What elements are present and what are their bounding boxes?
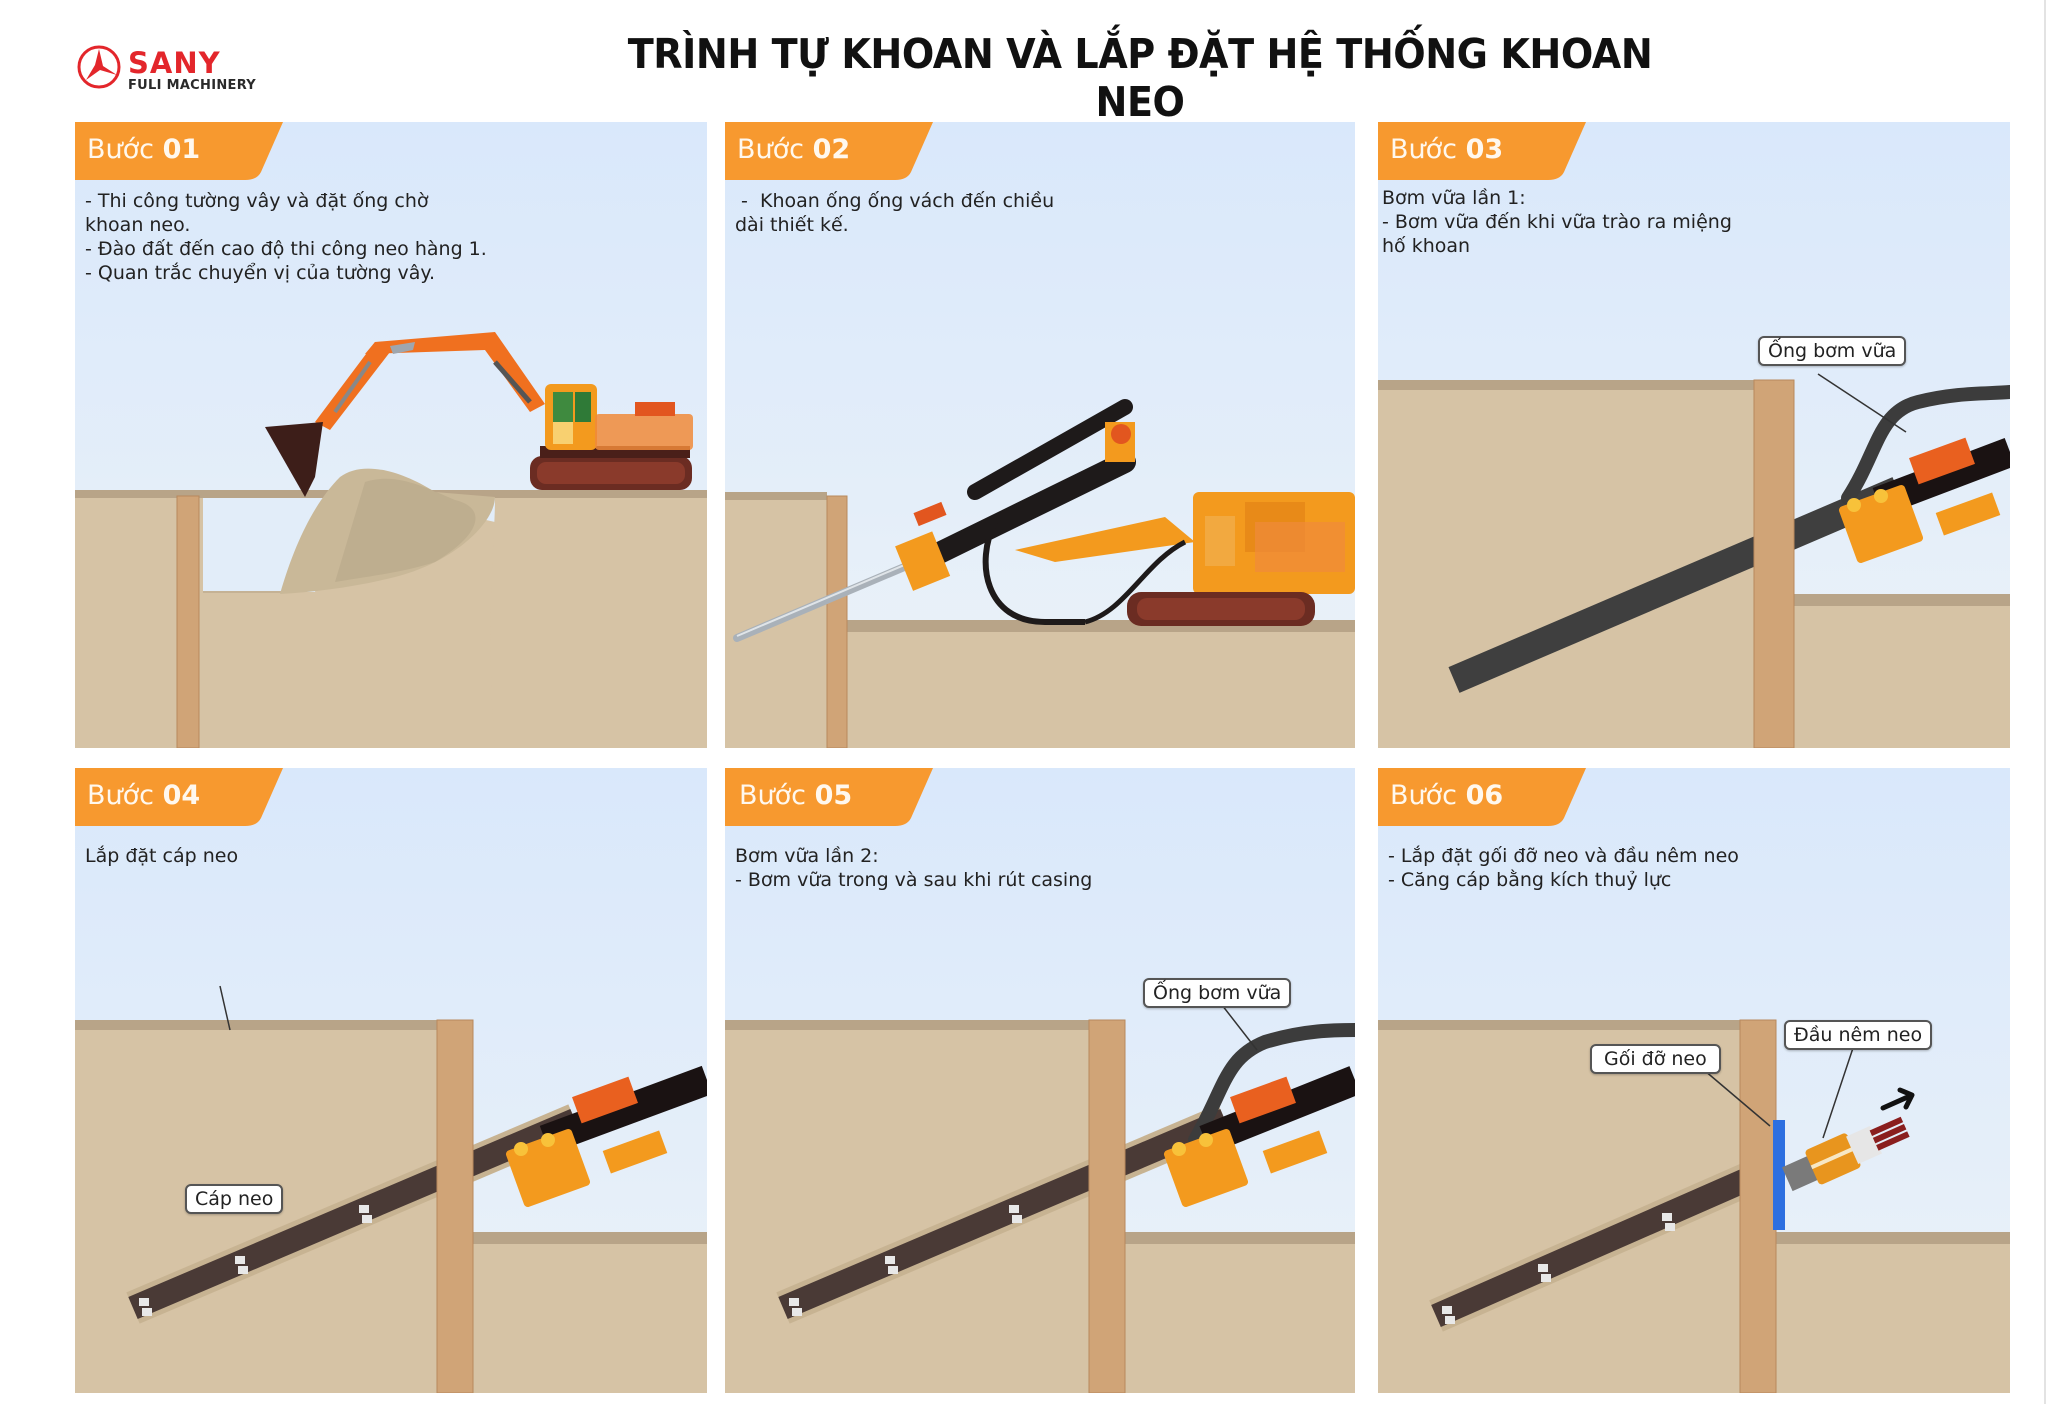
excavator-digging-illustration	[75, 332, 707, 748]
callout-wedge-anchor-head: Đầu nêm neo	[1784, 1020, 1933, 1050]
callout-anchor-cable: Cáp neo	[185, 1184, 284, 1214]
step-panel-03: Ống bơm vữa Bước 03 Bơm vữa lần 1: - Bơm…	[1378, 122, 2010, 748]
tension-anchor-illustration	[1378, 1019, 2010, 1393]
tension-direction-arrow-icon	[1880, 1087, 1915, 1111]
step-label: Bước 03	[1390, 134, 1504, 165]
step-tab-05: Bước 05	[725, 768, 933, 826]
drill-rig-casing-illustration	[725, 399, 1355, 748]
step-panel-02: Bước 02 - Khoan ống ống vách đến chiều d…	[725, 122, 1355, 748]
anchor-wedge-head-icon	[1782, 1116, 1910, 1192]
drill-head-icon	[1163, 1066, 1355, 1208]
step-panel-06: Gối đỡ neo Đầu nêm neo Bước 06 - Lắp đặt…	[1378, 768, 2010, 1393]
drill-rig-icon	[895, 399, 1355, 626]
drill-head-icon	[1838, 437, 2010, 564]
step-description: Lắp đặt cáp neo	[85, 845, 239, 867]
logo-subtitle-text: FULI MACHINERY	[128, 78, 257, 93]
callout-grout-pipe: Ống bơm vữa	[1143, 978, 1292, 1008]
page-edge-divider	[2044, 0, 2046, 1404]
step-label: Bước 04	[87, 780, 201, 811]
excavator-icon	[265, 332, 693, 497]
page-title: TRÌNH TỰ KHOAN VÀ LẮP ĐẶT HỆ THỐNG KHOAN…	[627, 30, 1653, 126]
logo-brand-text: SANY	[128, 46, 221, 80]
step-tab-02: Bước 02	[725, 122, 933, 180]
first-grouting-illustration	[1378, 373, 2010, 748]
bearing-plate-icon	[1773, 1120, 1785, 1230]
step-label: Bước 06	[1390, 780, 1504, 811]
step-description: Bơm vữa lần 2: - Bơm vữa trong và sau kh…	[735, 845, 1093, 891]
step-panel-01: Bước 01 - Thi công tường vây và đặt ống …	[75, 122, 707, 748]
drill-head-icon	[505, 1065, 707, 1208]
second-grouting-illustration	[725, 995, 1355, 1393]
step-label: Bước 02	[737, 134, 851, 165]
step-panel-05: Ống bơm vữa Bước 05 Bơm vữa lần 2: - Bơm…	[725, 768, 1355, 1393]
step-description: Bơm vữa lần 1: - Bơm vữa đến khi vữa trà…	[1382, 187, 1732, 257]
sany-logo: SANY FULI MACHINERY	[76, 44, 296, 96]
step-description: - Khoan ống ống vách đến chiều dài thiết…	[735, 190, 1055, 236]
step-label: Bước 05	[739, 780, 853, 811]
step-label: Bước 01	[87, 134, 201, 165]
step-panel-04: Cáp neo Bước 04 Lắp đặt cáp neo	[75, 768, 707, 1393]
callout-grout-pipe: Ống bơm vữa	[1758, 336, 1907, 366]
step-description: - Thi công tường vây và đặt ống chờ khoa…	[85, 190, 487, 284]
step-tab-06: Bước 06	[1378, 768, 1586, 826]
sany-triangle-logo-icon	[77, 45, 121, 89]
step-tab-04: Bước 04	[75, 768, 283, 826]
step-tab-03: Bước 03	[1378, 122, 1586, 180]
step-description: - Lắp đặt gối đỡ neo và đầu nêm neo - Că…	[1388, 845, 1739, 891]
step-tab-01: Bước 01	[75, 122, 283, 180]
callout-anchor-bearing: Gối đỡ neo	[1590, 1044, 1721, 1074]
